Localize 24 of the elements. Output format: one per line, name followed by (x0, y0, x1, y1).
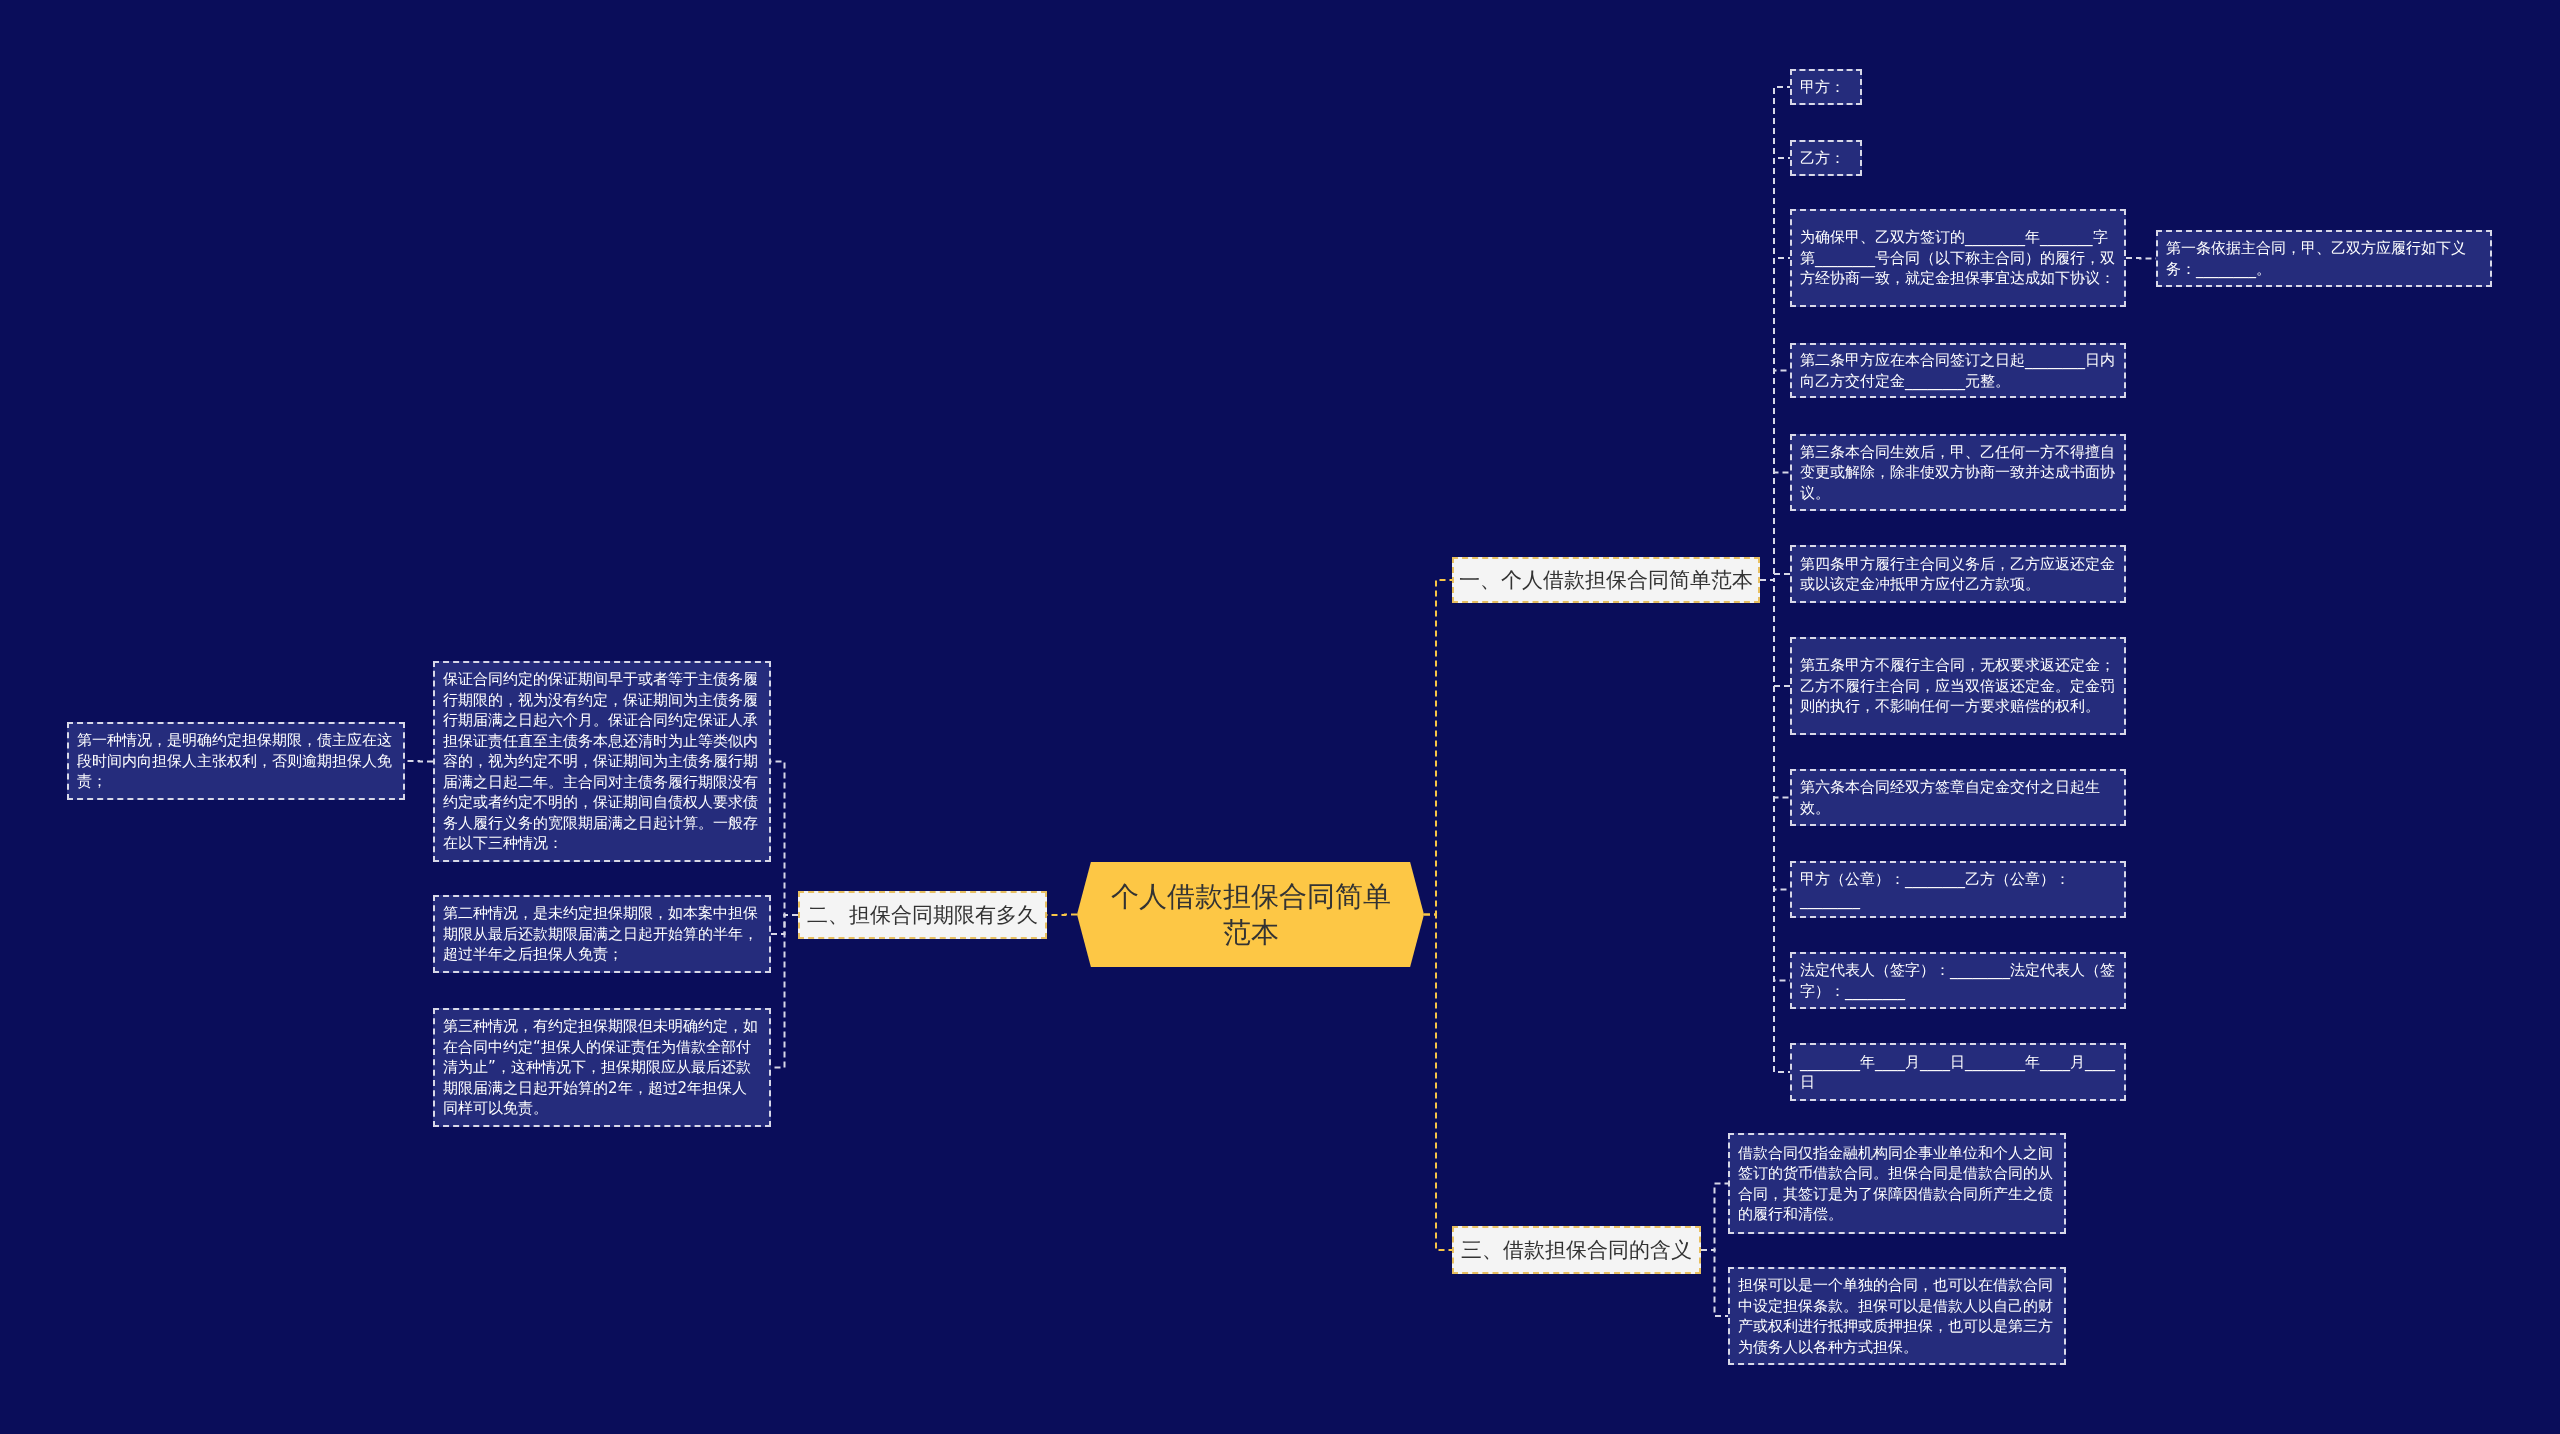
connector (1423, 913, 1453, 1251)
text-box: 乙方： (1790, 140, 1862, 176)
text-box: 第一种情况，是明确约定担保期限，债主应在这段时间内向担保人主张权利，否则逾期担保人免责； (67, 722, 405, 800)
text-box: 甲方（公章）：________乙方（公章）：________ (1790, 861, 2126, 918)
topic-box: 二、担保合同期限有多久 (798, 891, 1047, 939)
connector (1700, 1249, 1729, 1317)
text-box: 借款合同仅指金融机构同企事业单位和个人之间签订的货币借款合同。担保合同是借款合同的从合同，其签订是为了保障因借款合同所产生之债的履行和清偿。 (1728, 1133, 2066, 1234)
text-box: 第三条本合同生效后，甲、乙任何一方不得擅自变更或解除，除非使双方协商一致并达成书面协议。 (1790, 434, 2126, 511)
text-box: ________年____月____日________年____月____日 (1790, 1043, 2126, 1101)
text-box: 第二条甲方应在本合同签订之日起________日内向乙方交付定金________元整。 (1790, 343, 2126, 398)
text-box: 保证合同约定的保证期间早于或者等于主债务履行期限的，视为没有约定，保证期间为主债务履行期届满之日起六个月。保证合同约定保证人承担保证责任直至主债务本息还清时为止等类似内容的，视为约定不明，保证期间为主债务履行期届满之日起二年。主合同对主债务履行期限没有约定或者约定不明的，保证期间自债权人要求债务人履行义务的宽限期届满之日起计算。一般存在以下三种情况： (433, 661, 771, 862)
text-box: 第五条甲方不履行主合同，无权要求返还定金；乙方不履行主合同，应当双倍返还定金。定金罚则的执行，不影响任何一方要求赔偿的权利。 (1790, 637, 2126, 735)
text-box: 第六条本合同经双方签章自定金交付之日起生效。 (1790, 769, 2126, 826)
text-box: 第四条甲方履行主合同义务后，乙方应返还定金或以该定金冲抵甲方应付乙方款项。 (1790, 545, 2126, 603)
central-topic: 个人借款担保合同简单范本 (1077, 862, 1424, 967)
text-box: 第三种情况，有约定担保期限但未明确约定，如在合同中约定“担保人的保证责任为借款全部付清为止”，这种情况下，担保期限应从最后还款期限届满之日起开始算的2年，超过2年担保人同样可以免责。 (433, 1008, 771, 1127)
topic-box: 三、借款担保合同的含义 (1452, 1226, 1701, 1274)
text-box: 第二种情况，是未约定担保期限，如本案中担保期限从最后还款期限届满之日起开始算的半年，超过半年之后担保人免责； (433, 895, 771, 973)
text-box: 法定代表人（签字）：________法定代表人（签字）：________ (1790, 952, 2126, 1009)
text-box: 为确保甲、乙双方签订的________年_______字第________号合同（以下称主合同）的履行，双方经协商一致，就定金担保事宜达成如下协议： (1790, 209, 2126, 307)
text-box: 甲方： (1790, 69, 1862, 105)
topic-box: 一、个人借款担保合同简单范本 (1452, 557, 1760, 603)
text-box: 第一条依据主合同，甲、乙双方应履行如下义务：________。 (2156, 230, 2492, 287)
text-box: 担保可以是一个单独的合同，也可以在借款合同中设定担保条款。担保可以是借款人以自己的财产或权利进行抵押或质押担保，也可以是第三方为债务人以各种方式担保。 (1728, 1267, 2066, 1365)
